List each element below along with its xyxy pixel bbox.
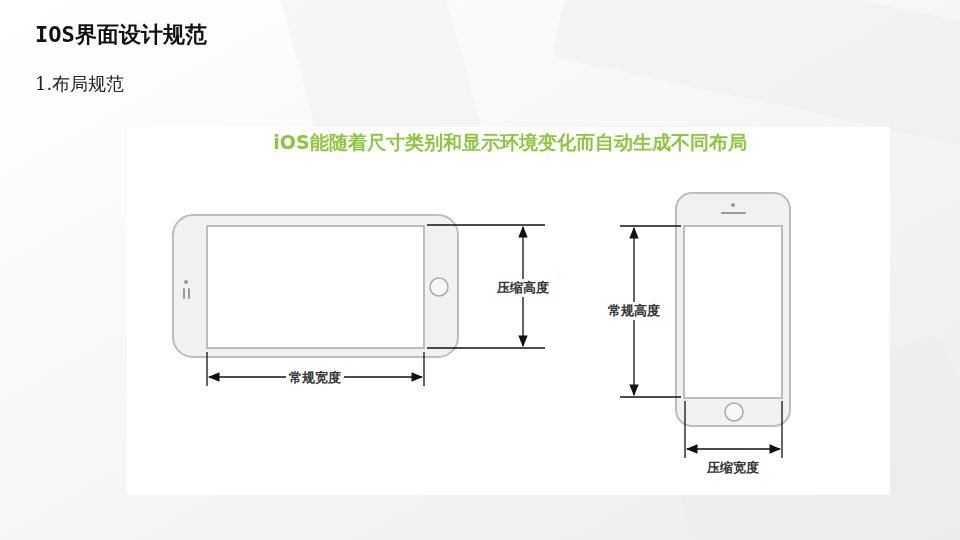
dimension-label: 压缩高度: [494, 279, 552, 297]
section-heading: 1.布局规范: [35, 73, 124, 95]
portrait-dimensions: [620, 226, 782, 458]
portrait-phone: [676, 193, 790, 426]
landscape-dimensions: [207, 225, 545, 386]
figure-panel: [127, 127, 890, 495]
landscape-phone: [173, 215, 458, 357]
dimension-label: 常规高度: [605, 302, 663, 320]
figure-heading: iOS能随着尺寸类别和显示环境变化而自动生成不同布局: [273, 131, 746, 154]
slide-title: IOS界面设计规范: [35, 22, 207, 48]
dimension-label: 常规宽度: [286, 369, 344, 387]
dimension-label: 压缩宽度: [704, 459, 762, 477]
